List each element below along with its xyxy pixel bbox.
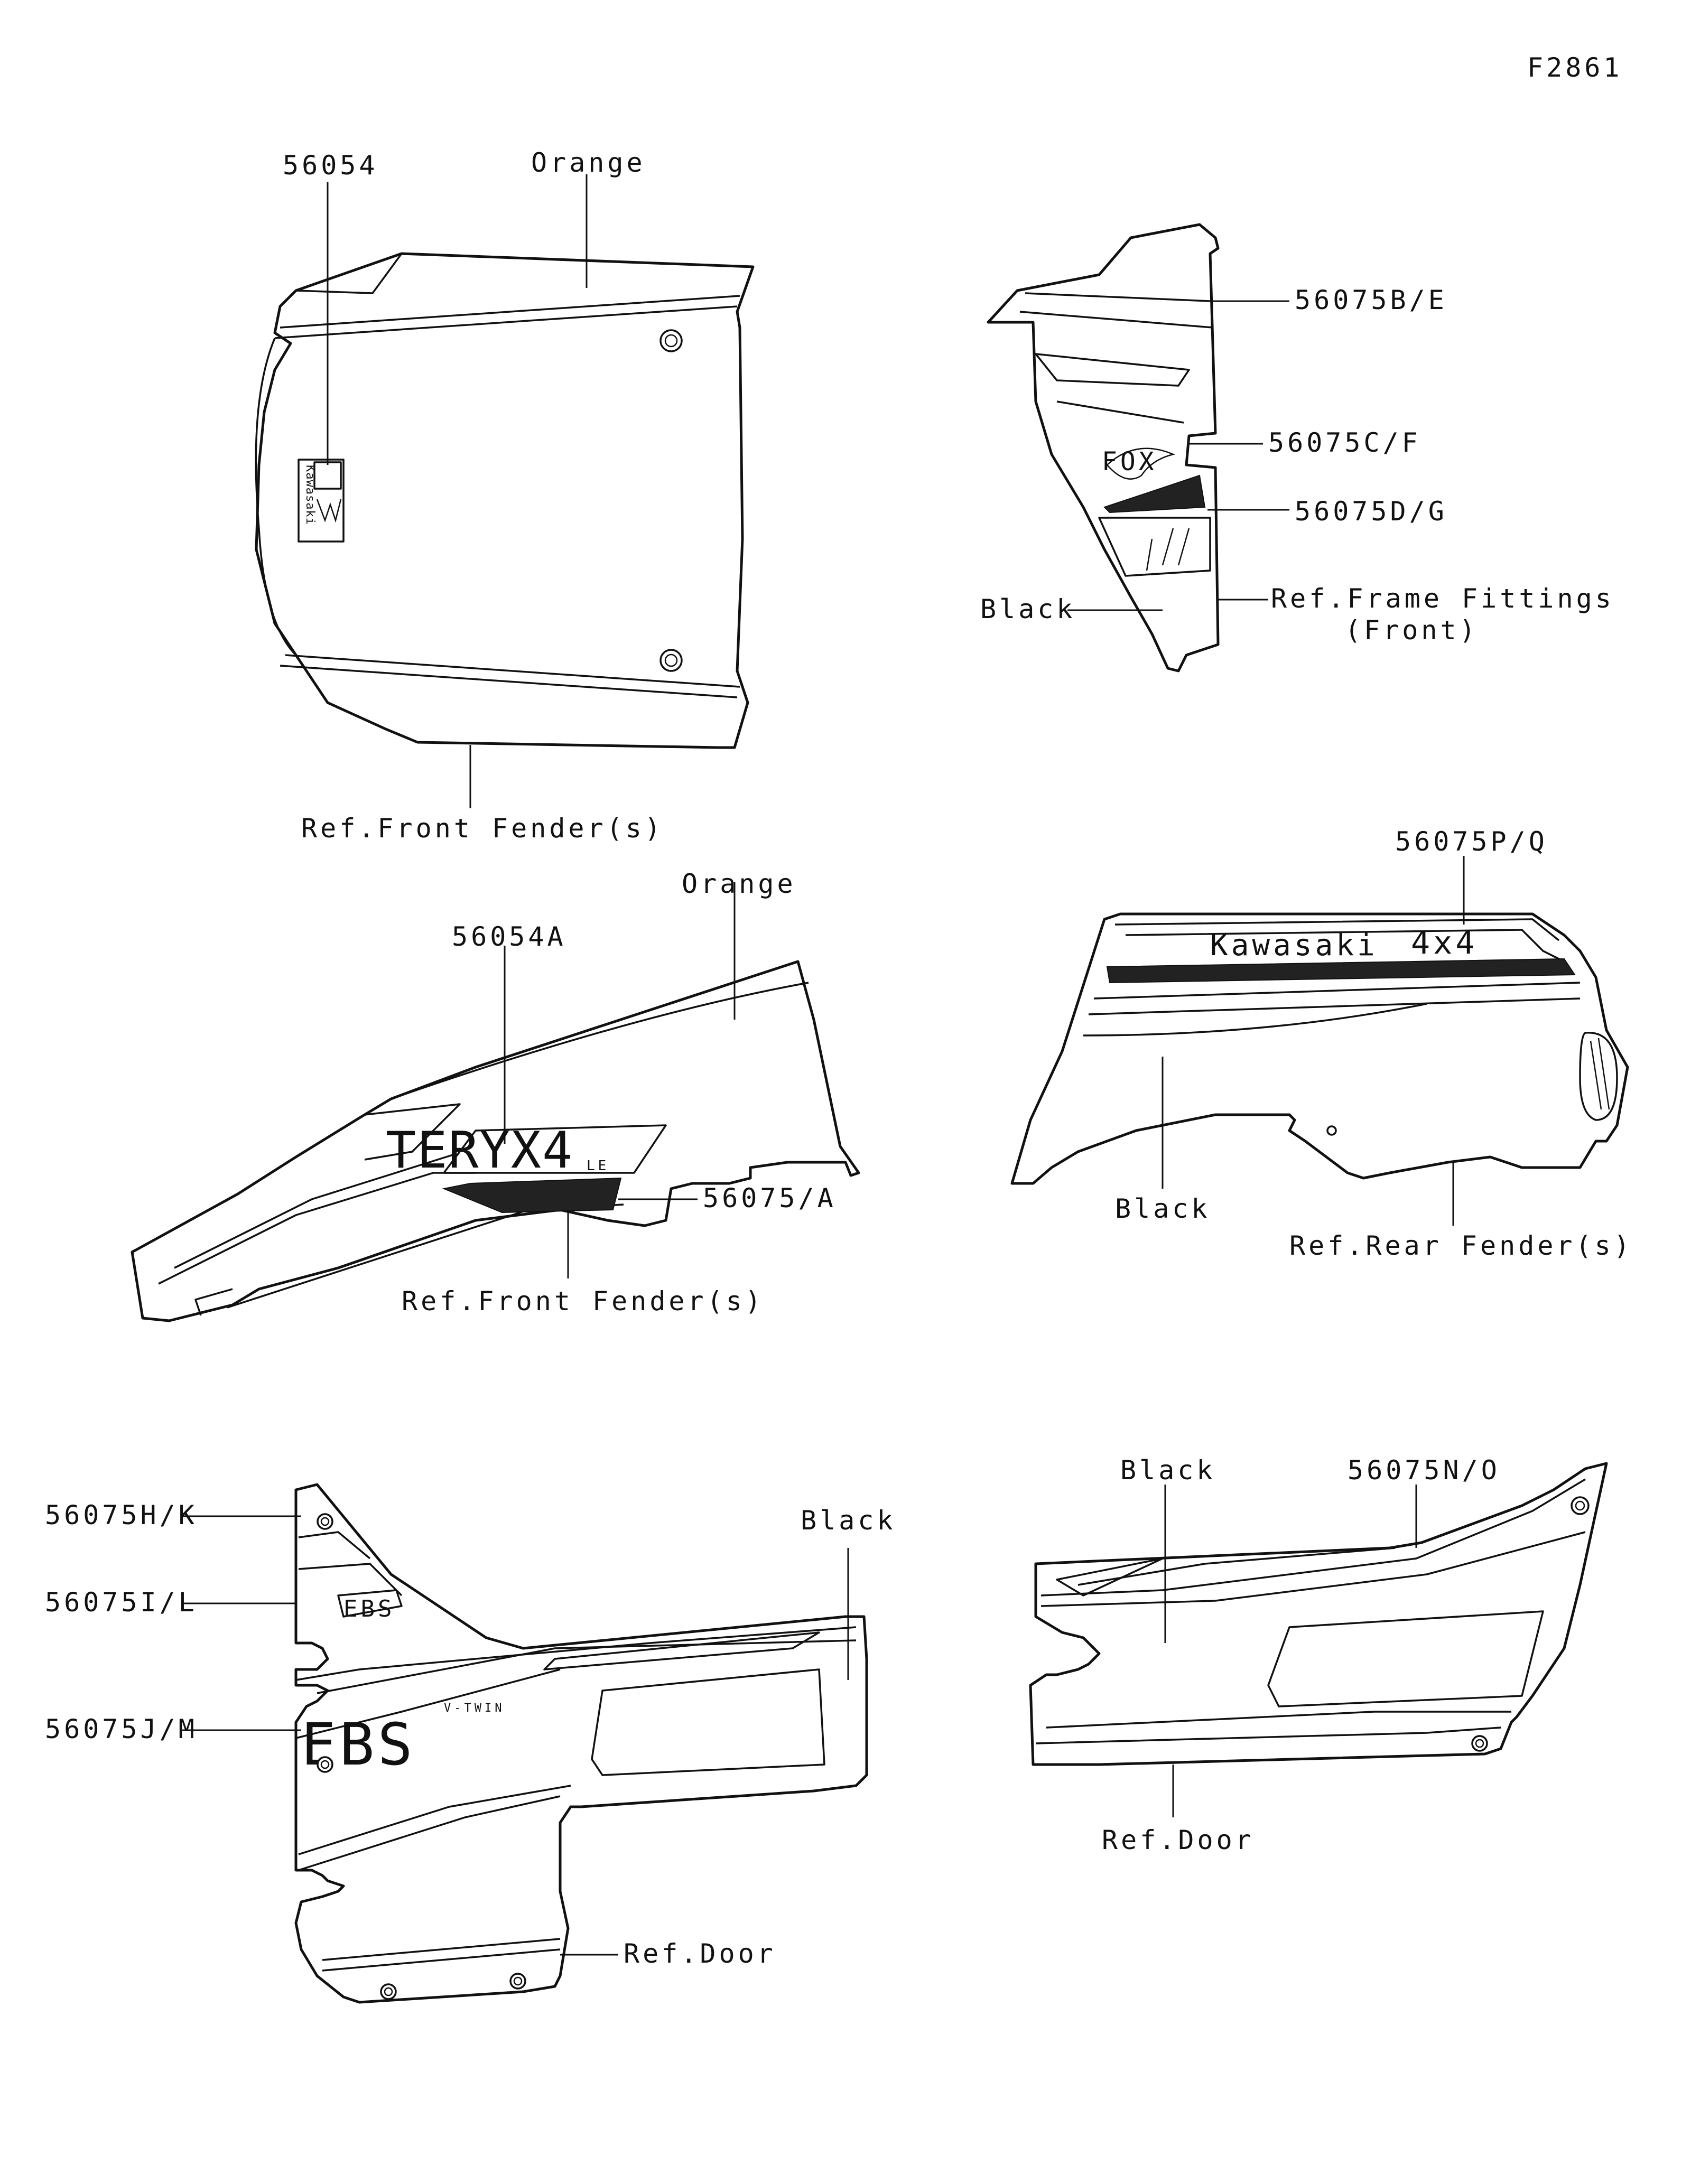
label-ref-frame-fittings-front: (Front) [1345,615,1479,646]
label-color-orange: Orange [531,147,646,178]
frame-fitting-outline [987,223,1220,673]
label-56075jm: 56075J/M [45,1714,198,1744]
svg-text:TERYX4: TERYX4 [386,1122,573,1180]
hood-outline [255,252,755,749]
kawasaki-wordmark: Kawasaki [1210,928,1378,963]
svg-text:FOX: FOX [1102,447,1157,477]
teryx4-graphic: TERYX4 LE [386,1122,667,1214]
front-fender-side-group: TERYX4 LE Orange 56054A 56075/A Ref.Fron… [131,869,860,1322]
label-56075a: 56075/A [703,1183,837,1214]
door-left-outline [294,1483,868,2004]
decal-56054: Kawasaki [298,459,345,543]
door-right-outline [1029,1462,1608,1766]
door-left-group: EBS EBS V-TWIN 56075H/K 56075I/L 56075J/… [45,1483,896,2004]
label-color-black-2: Black [1115,1193,1211,1224]
hood-group: Kawasaki 56054 Orange Ref.Front Fender(s… [255,147,755,844]
figure-id: F2861 [1527,52,1623,83]
label-56054a: 56054A [452,921,566,952]
label-ref-frame-fittings: Ref.Frame Fittings [1271,583,1614,614]
fox-logo: FOX [1102,447,1175,480]
label-56075dg: 56075D/G [1295,496,1447,527]
label-ref-door: Ref.Door [624,1938,776,1969]
svg-text:LE: LE [587,1158,609,1174]
door-right-group: 56075N/O Black Ref.Door [1029,1455,1608,1855]
rear-fender-group: Kawasaki 4x4 56075P/Q Black Ref.Rear Fen… [1010,826,1633,1261]
label-56075no: 56075N/O [1348,1455,1500,1486]
label-color-black: Black [980,594,1076,624]
label-56054: 56054 [283,150,378,181]
label-color-orange-2: Orange [682,869,796,899]
frame-fitting-group: FOX 56075B/E 56075C/F 56075D/G Black Ref… [980,223,1614,673]
front-fender-side-outline [131,960,860,1322]
label-color-black-3: Black [801,1505,896,1536]
svg-text:Kawasaki: Kawasaki [303,465,317,525]
label-ref-door-2: Ref.Door [1102,1825,1255,1855]
svg-text:EBS: EBS [343,1595,395,1622]
label-56075be: 56075B/E [1295,285,1447,315]
label-56075hk: 56075H/K [45,1500,198,1530]
kawasaki-4x4-graphic: Kawasaki 4x4 [1210,925,1478,963]
svg-text:V-TWIN: V-TWIN [444,1702,505,1715]
label-56075pq: 56075P/Q [1395,826,1548,857]
label-color-black-4: Black [1120,1455,1216,1486]
label-56075cf: 56075C/F [1268,427,1421,458]
label-ref-front-fender-2: Ref.Front Fender(s) [402,1286,764,1317]
label-56075il: 56075I/L [45,1587,198,1618]
label-ref-rear-fender: Ref.Rear Fender(s) [1289,1230,1633,1261]
label-ref-front-fender: Ref.Front Fender(s) [301,813,664,844]
4x4-wordmark: 4x4 [1411,925,1478,962]
